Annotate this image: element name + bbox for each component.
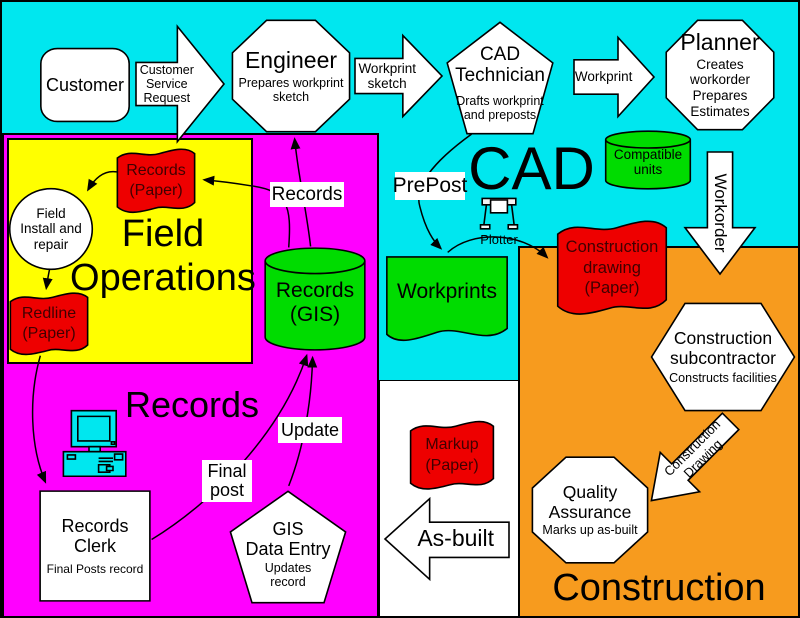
compatible-units-label: Compatible units: [613, 146, 683, 177]
workprint-label: Workprint: [574, 69, 633, 85]
quality-assurance-shape: [530, 455, 650, 565]
customer-node: Customer: [39, 47, 131, 123]
workprints-node: Workprints: [383, 254, 511, 352]
cylinder-shape: [262, 245, 368, 353]
planner-subtitle: Creates workorder Prepares Estimates: [689, 56, 751, 120]
records-clerk-shape: [39, 490, 151, 602]
engineer-node: Engineer Prepares workprint sketch: [230, 18, 352, 134]
update-flow-label: Update: [278, 417, 342, 443]
field-install-node: Field Install and repair: [8, 187, 94, 271]
paper-flag-shape: [553, 215, 671, 321]
records-paper-node: Records (Paper): [114, 145, 198, 217]
cad-technician-shape: [445, 20, 555, 136]
gis-data-entry-node: GIS Data Entry Updates record: [228, 489, 348, 605]
workorder-arrow: Workorder: [685, 152, 755, 274]
engineer-label: Engineer: [244, 47, 338, 74]
customer-shape: [39, 47, 131, 123]
cad-technician-label: CAD Technician: [455, 43, 545, 86]
plotter-icon: [478, 196, 520, 232]
markup-paper-label: Markup (Paper): [425, 435, 479, 474]
cylinder-shape: [603, 130, 693, 190]
customer-service-request-label: Customer Service Request: [139, 63, 194, 105]
field-operations-region-label: Field Operations: [70, 213, 256, 299]
workprint-sketch-label: Workprint sketch: [358, 60, 416, 91]
workorder-label: Workorder: [710, 173, 730, 253]
right-arrow-shape: [574, 34, 654, 120]
plotter-label: Plotter: [480, 231, 518, 247]
compatible-units-node: Compatible units: [603, 130, 693, 190]
cad-technician-subtitle: Drafts workprint and preposts: [456, 94, 544, 123]
paper-flag-shape: [114, 145, 198, 217]
gis-data-entry-label: GIS Data Entry: [245, 518, 331, 559]
construction-drawing-paper-node: Construction drawing (Paper): [553, 215, 671, 321]
redline-paper-label: Redline (Paper): [21, 305, 77, 342]
as-built-label: As-built: [417, 525, 495, 552]
left-arrow-shape: [631, 401, 751, 521]
gis-data-entry-shape: [228, 489, 348, 605]
construction-subcontractor-shape: [647, 300, 799, 414]
records-paper-label: Records (Paper): [126, 162, 186, 199]
left-arrow-shape: [385, 497, 509, 581]
cad-technician-node: CAD Technician Drafts workprint and prep…: [445, 20, 555, 136]
quality-assurance-label: Quality Assurance: [548, 481, 632, 522]
quality-assurance-node: Quality Assurance Marks up as-built: [530, 455, 650, 565]
workprints-shape: [383, 254, 511, 352]
planner-node: Planner Creates workorder Prepares Estim…: [664, 18, 776, 132]
right-arrow-shape: [136, 24, 224, 144]
engineer-shape: [230, 18, 352, 134]
records-clerk-label: Records Clerk: [61, 515, 129, 556]
planner-shape: [664, 18, 776, 132]
as-built-arrow: As-built: [385, 497, 509, 581]
quality-assurance-subtitle: Marks up as-built: [542, 523, 638, 538]
prepost-label: PrePost: [393, 172, 467, 200]
gis-data-entry-subtitle: Updates record: [264, 561, 312, 590]
down-arrow-shape: [685, 152, 755, 274]
cad-region-label: CAD: [468, 134, 595, 202]
customer-service-request-arrow: Customer Service Request: [136, 24, 224, 144]
records-gis-label: Records (GIS): [275, 279, 355, 326]
engineer-subtitle: Prepares workprint sketch: [238, 75, 344, 104]
construction-subcontractor-node: Construction subcontractor Constructs fa…: [647, 300, 799, 414]
planner-label: Planner: [680, 28, 760, 55]
customer-label: Customer: [45, 74, 125, 95]
construction-region-label: Construction: [552, 566, 766, 609]
paper-flag-shape: [7, 289, 91, 359]
records-gis-node: Records (GIS): [262, 245, 368, 353]
computer-icon: [57, 409, 137, 491]
final-post-flow-label: Final post: [202, 460, 252, 502]
construction-drawing-paper-label: Construction drawing (Paper): [565, 238, 659, 298]
field-install-shape: [8, 187, 94, 271]
construction-subcontractor-subtitle: Constructs facilities: [669, 370, 777, 385]
paper-flag-shape: [407, 417, 497, 494]
construction-subcontractor-label: Construction subcontractor: [669, 328, 777, 368]
markup-paper-node: Markup (Paper): [407, 417, 497, 494]
workprint-sketch-arrow: Workprint sketch: [355, 32, 442, 120]
field-install-label: Field Install and repair: [20, 206, 82, 252]
records-clerk-subtitle: Final Posts record: [46, 561, 144, 576]
asbuilt-white-region: [379, 380, 520, 616]
workprints-label: Workprints: [397, 280, 497, 304]
records-region-label: Records: [124, 384, 260, 425]
records-clerk-node: Records Clerk Final Posts record: [39, 490, 151, 602]
right-arrow-shape: [355, 32, 442, 120]
construction-drawing-arrow: Construction Drawing: [631, 401, 751, 521]
workprint-arrow: Workprint: [574, 34, 654, 120]
records-flow-label: Records: [270, 182, 344, 207]
redline-paper-node: Redline (Paper): [7, 289, 91, 359]
